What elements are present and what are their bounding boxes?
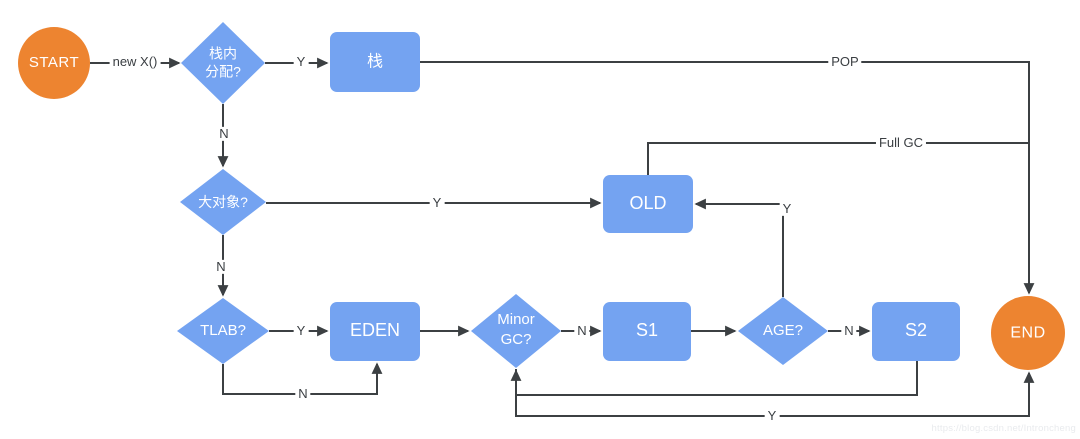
stack-label: 栈 bbox=[366, 53, 384, 71]
eden-label: EDEN bbox=[349, 320, 401, 341]
s2-label: S2 bbox=[904, 320, 928, 341]
stack-alloc-label-line2: 分配? bbox=[205, 64, 241, 80]
edge-label-stack-alloc-yes: Y bbox=[293, 54, 309, 70]
edge-label-new-object: new X() bbox=[109, 54, 161, 70]
node-age-diamond bbox=[738, 297, 828, 365]
edge-label-full-gc: Full GC bbox=[875, 135, 927, 151]
stack-alloc-label-line1: 栈内 bbox=[208, 45, 237, 62]
edge-old-full-gc-to-end bbox=[647, 142, 1029, 175]
node-end bbox=[991, 296, 1065, 370]
edge-label-big-object-no: N bbox=[213, 259, 229, 275]
edge-label-tlab-yes: Y bbox=[293, 323, 309, 339]
stack-alloc-label: 栈内 分配? bbox=[205, 45, 241, 82]
edge-label-big-object-yes: Y bbox=[429, 195, 445, 211]
edge-s2-loop-to-minor-gc bbox=[510, 361, 918, 396]
edge-label-tlab-no: N bbox=[295, 386, 311, 402]
edge-age-yes-to-old bbox=[694, 198, 784, 297]
edge-label-age-no: N bbox=[841, 323, 857, 339]
s1-label: S1 bbox=[635, 320, 659, 341]
edge-label-stack-alloc-no: N bbox=[216, 126, 232, 142]
start-label: START bbox=[28, 54, 80, 72]
edge-label-age-yes: Y bbox=[779, 201, 795, 217]
edge-stack-pop-to-end bbox=[420, 61, 1035, 295]
node-old bbox=[603, 175, 693, 233]
edge-label-pop: POP bbox=[828, 54, 862, 70]
node-start bbox=[18, 27, 90, 99]
minor-gc-label: Minor GC? bbox=[497, 310, 535, 350]
age-label: AGE? bbox=[762, 322, 804, 340]
minor-gc-label-line2: GC? bbox=[500, 331, 532, 348]
node-s2 bbox=[872, 302, 960, 361]
end-label: END bbox=[1010, 324, 1046, 342]
node-big-object-diamond bbox=[180, 169, 266, 235]
node-minor-gc-diamond bbox=[471, 294, 561, 368]
tlab-label: TLAB? bbox=[200, 322, 246, 340]
watermark: https://blog.csdn.net/Introncheng bbox=[931, 423, 1076, 434]
edge-label-minor-gc-no: N bbox=[574, 323, 590, 339]
node-stack-alloc-diamond bbox=[181, 22, 265, 104]
node-tlab-diamond bbox=[177, 298, 269, 364]
old-label: OLD bbox=[629, 193, 667, 214]
edge-label-minor-gc-yes: Y bbox=[764, 408, 780, 424]
node-s1 bbox=[603, 302, 691, 361]
node-eden bbox=[330, 302, 420, 361]
big-object-label: 大对象? bbox=[198, 193, 248, 210]
node-stack bbox=[330, 32, 420, 92]
minor-gc-label-line1: Minor bbox=[497, 311, 535, 329]
